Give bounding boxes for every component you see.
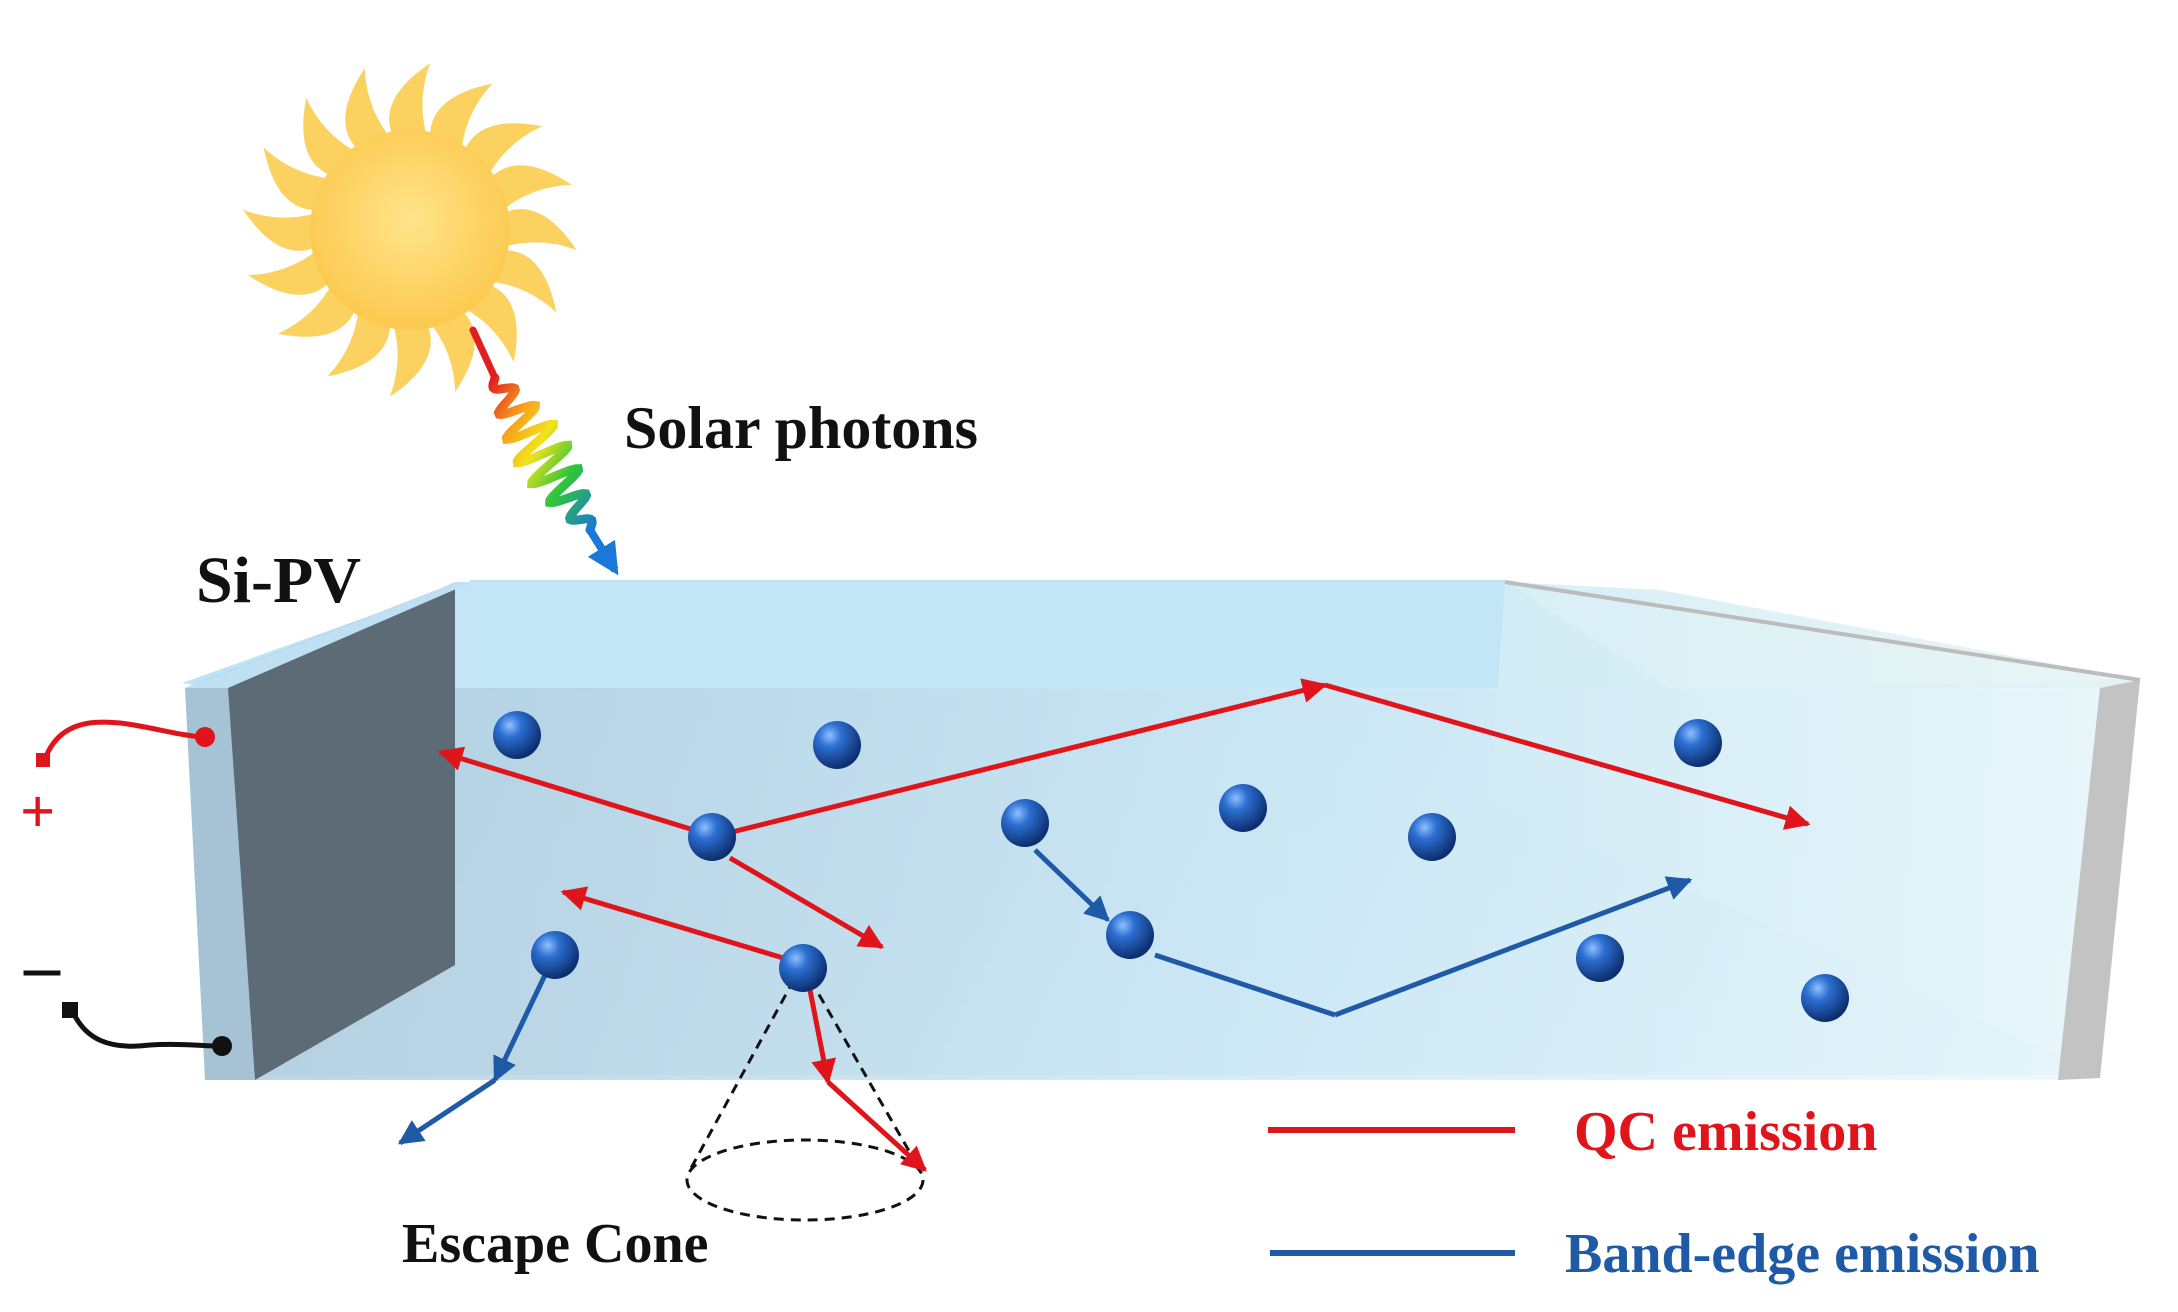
sun-ray — [248, 250, 331, 295]
quantum-dot — [1001, 799, 1049, 847]
qc-arrow — [826, 1080, 927, 1172]
qc-arrow — [719, 678, 1328, 838]
sun-ray — [243, 209, 317, 251]
legend: QC emission Band-edge emission — [1268, 1101, 2040, 1285]
positive-terminal — [36, 719, 215, 767]
sun-ray — [430, 309, 475, 392]
legend-band-edge-label: Band-edge emission — [1565, 1223, 2040, 1285]
solar-photon-wave-icon — [469, 326, 619, 576]
quantum-dot — [531, 931, 579, 979]
sun-ray — [389, 63, 431, 137]
sun-ray — [389, 323, 431, 397]
escape-cone — [685, 964, 925, 1222]
sun-ray — [430, 83, 493, 151]
quantum-dot — [493, 711, 541, 759]
plus-sign: + — [20, 778, 55, 846]
quantum-dot — [1576, 934, 1624, 982]
negative-terminal — [62, 1002, 232, 1056]
quantum-dot — [1219, 784, 1267, 832]
si-pv-label: Si-PV — [196, 544, 361, 617]
sun-ray — [503, 209, 577, 251]
quantum-dot — [813, 721, 861, 769]
quantum-dot — [1801, 974, 1849, 1022]
qc-arrow — [1324, 682, 1811, 830]
quantum-dot — [779, 944, 827, 992]
quantum-dot — [1408, 813, 1456, 861]
solar-photons-label: Solar photons — [624, 395, 978, 461]
quantum-dot — [1106, 911, 1154, 959]
qc-arrow — [437, 746, 711, 838]
si-pv-cell — [185, 583, 470, 1080]
band-edge-emission-paths — [397, 848, 1693, 1146]
quantum-dot — [688, 813, 736, 861]
sun-ray — [489, 165, 572, 210]
band-edge-arrow — [1033, 848, 1110, 922]
band-edge-arrow — [1154, 952, 1336, 1018]
sun-ray — [345, 68, 390, 151]
band-edge-arrow — [397, 1077, 497, 1146]
band-edge-arrow — [492, 973, 548, 1083]
waveguide-slab — [182, 580, 2141, 1080]
legend-qc-label: QC emission — [1574, 1101, 1877, 1163]
escape-cone-label: Escape Cone — [402, 1213, 708, 1275]
sun-ray — [263, 147, 331, 210]
quantum-dots — [493, 711, 1849, 1022]
sun-core — [310, 130, 510, 330]
minus-sign: – — [23, 926, 61, 1006]
qc-arrow — [560, 886, 791, 963]
slab-front-face — [228, 688, 2100, 1080]
sun-ray — [489, 250, 557, 313]
qc-arrow — [728, 855, 885, 950]
band-edge-arrow — [1334, 876, 1693, 1018]
qc-emission-paths — [437, 678, 1811, 1172]
qc-arrow — [807, 989, 836, 1085]
quantum-dot — [1674, 719, 1722, 767]
sun-icon — [243, 63, 577, 397]
slab-end-cap — [2058, 680, 2140, 1080]
sun-ray — [327, 309, 390, 377]
